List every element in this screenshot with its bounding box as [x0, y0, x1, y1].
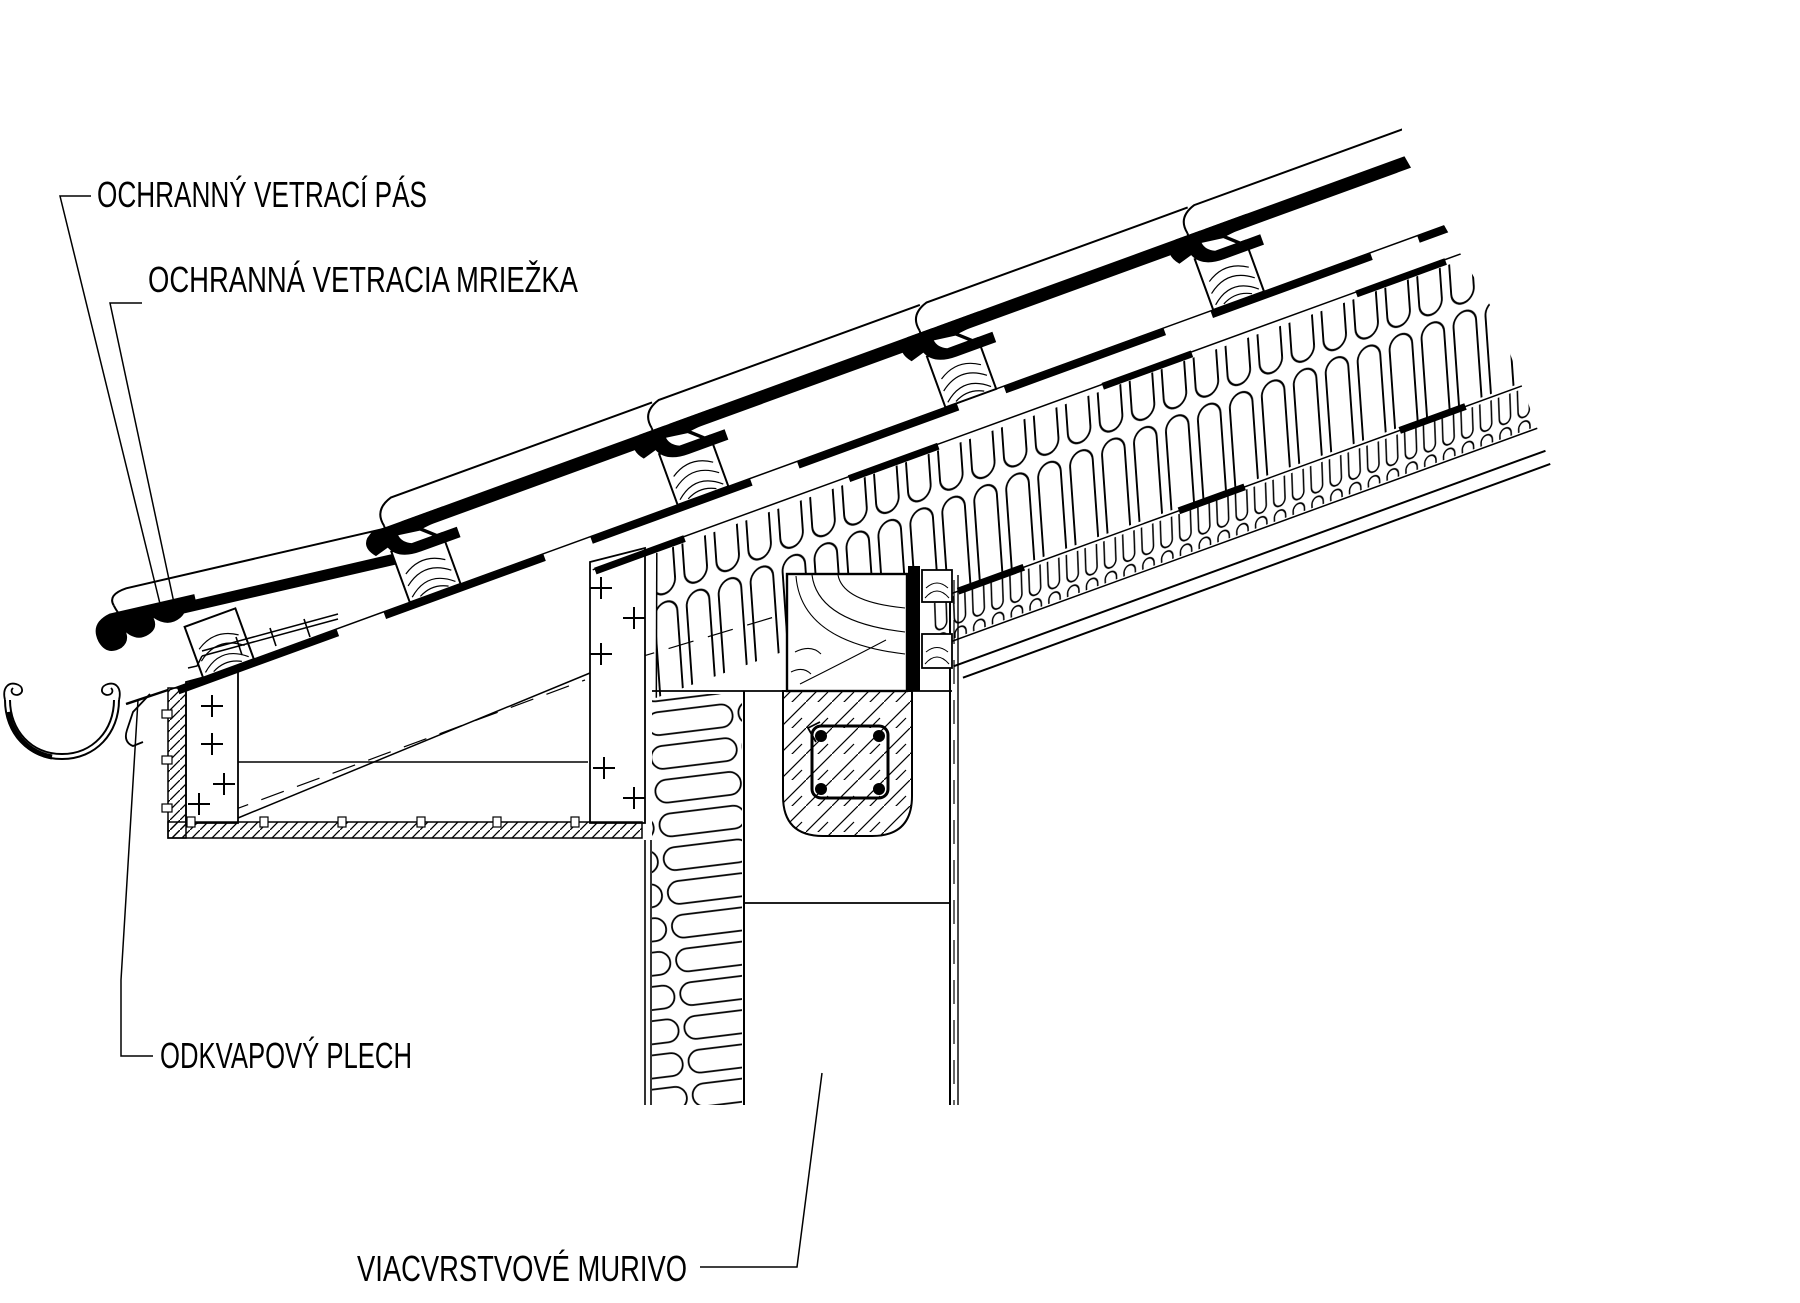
vertical-board-wall-face — [589, 546, 646, 824]
ventilation-grille — [187, 613, 339, 669]
annotations: OCHRANNÝ VETRACÍ PÁS OCHRANNÁ VETRACIA M… — [59, 174, 823, 1289]
fascia-counter-board — [185, 666, 239, 824]
label-drip-sheet: ODKVAPOVÝ PLECH — [160, 1035, 412, 1076]
label-vent-strip: OCHRANNÝ VETRACÍ PÁS — [97, 174, 427, 215]
wall-plate — [785, 572, 909, 693]
under-rafter-insulation — [930, 388, 1538, 650]
wall-render-line — [644, 840, 652, 1105]
wall-head — [782, 566, 953, 837]
interior-lining — [953, 449, 1551, 679]
counter-battens-inner — [921, 569, 953, 669]
fascia-board — [161, 687, 187, 839]
label-masonry: VIACVRSTVOVÉ MURIVO — [357, 1248, 687, 1289]
ring-beam — [782, 690, 913, 837]
leader-masonry — [700, 1072, 823, 1268]
eave-tile — [95, 523, 408, 651]
gutter — [3, 682, 121, 761]
drip-flashing — [124, 688, 169, 747]
leader-drip-sheet — [120, 699, 153, 1057]
leader-vent-grid — [109, 302, 178, 618]
vapour-barrier-upstand — [908, 566, 920, 691]
roof-membrane-sarking — [592, 248, 1475, 576]
rebar-stirrup — [810, 724, 890, 800]
label-vent-grid: OCHRANNÁ VETRACIA MRIEŽKA — [148, 259, 578, 300]
roof-membrane-vapour — [928, 382, 1524, 605]
soffit-board — [167, 816, 643, 839]
roof-tiles — [183, 120, 1439, 679]
leader-vent-strip — [59, 195, 164, 617]
wall-insulation — [652, 694, 742, 1105]
